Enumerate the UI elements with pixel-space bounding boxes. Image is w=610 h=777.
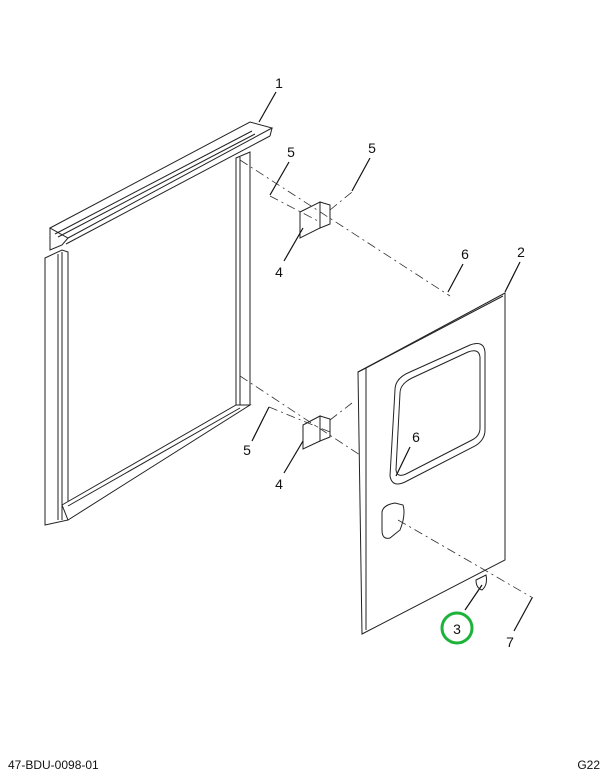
drawing-number: 47-BDU-0098-01 bbox=[8, 758, 99, 772]
callout-7[interactable]: 7 bbox=[506, 634, 514, 650]
callout-5[interactable]: 5 bbox=[368, 140, 376, 156]
door-frame bbox=[44, 121, 274, 526]
hinge-upper bbox=[299, 201, 331, 239]
callout-3[interactable]: 3 bbox=[453, 621, 461, 637]
callout-6[interactable]: 6 bbox=[412, 429, 420, 445]
callout-5[interactable]: 5 bbox=[243, 442, 251, 458]
callout-6[interactable]: 6 bbox=[461, 246, 469, 262]
door-panel bbox=[357, 292, 506, 635]
callout-5[interactable]: 5 bbox=[287, 144, 295, 160]
callout-4[interactable]: 4 bbox=[275, 476, 283, 492]
callout-2[interactable]: 2 bbox=[517, 244, 525, 260]
assembly-lines bbox=[239, 159, 534, 599]
leader-lines bbox=[251, 91, 533, 632]
hinge-lower bbox=[302, 415, 331, 450]
page-code: G22 bbox=[577, 758, 600, 772]
callout-1[interactable]: 1 bbox=[275, 75, 283, 91]
callout-4[interactable]: 4 bbox=[275, 264, 283, 280]
highlight-circle bbox=[440, 611, 474, 645]
